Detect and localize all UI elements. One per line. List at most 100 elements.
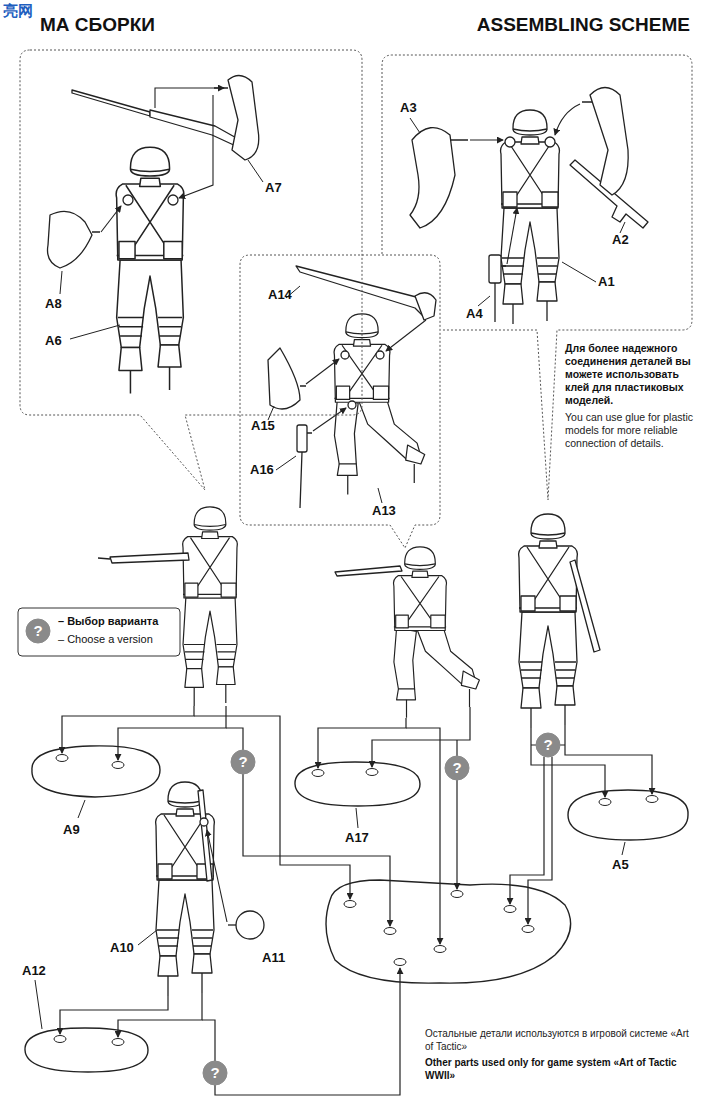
hole: [451, 891, 463, 898]
hole: [112, 1039, 124, 1046]
peg-route: [194, 716, 350, 899]
rifle: [98, 553, 189, 563]
choice-mark: ?: [238, 754, 247, 770]
pegs: [92, 88, 228, 232]
soldier-a10: [156, 782, 215, 996]
arm-hole: [505, 137, 515, 147]
part-number: A8: [45, 296, 62, 311]
hole: [384, 928, 396, 935]
part-number: A2: [612, 232, 629, 247]
arm-hole: [376, 351, 384, 359]
choice-symbol: [445, 756, 469, 780]
peg-route: [215, 968, 400, 1095]
hole: [434, 946, 446, 953]
arm: [590, 88, 628, 196]
lower-weapons: [98, 553, 600, 939]
rifle: [198, 790, 212, 881]
part-number: A9: [63, 822, 80, 837]
legend-box: [18, 608, 180, 656]
choice-mark: ?: [210, 1065, 219, 1081]
arm-a15: [268, 348, 300, 409]
arm-hole: [545, 137, 555, 147]
panel-border: [240, 255, 440, 548]
part-number: A13: [372, 503, 396, 518]
hole: [394, 959, 406, 966]
assembly-arrow: [386, 320, 426, 351]
hole: [366, 769, 378, 776]
assembly-arrows: [470, 104, 580, 264]
bayonet: [72, 90, 150, 116]
rifle: [570, 560, 600, 652]
part-number: A12: [22, 963, 46, 978]
peg-route: [202, 1020, 215, 1061]
panel-outline: [20, 50, 362, 415]
soldier-assembled: [183, 507, 238, 706]
soldier-assembled: [519, 514, 578, 728]
choice-symbol: [203, 1061, 227, 1085]
peg-route: [60, 996, 168, 1034]
peg-route: [456, 740, 457, 756]
peg-route: [118, 706, 226, 760]
hole: [522, 926, 534, 933]
part-number: A5: [612, 857, 629, 872]
base-a17: [295, 762, 420, 806]
peg-route: [118, 993, 202, 1037]
peg-route: [62, 706, 194, 753]
kneeling-assembled: [394, 547, 480, 718]
part-number: A17: [345, 830, 369, 845]
head-a11: [236, 911, 264, 939]
part-number: A4: [466, 306, 483, 321]
base-large: [326, 880, 571, 983]
part-number: A14: [268, 287, 292, 302]
pegs: [450, 102, 592, 322]
grenade-a4: [489, 255, 501, 283]
hole: [504, 906, 516, 913]
part-number: A10: [110, 940, 134, 955]
part-number: A1: [598, 274, 615, 289]
panel-border: [20, 50, 362, 490]
assembly-arrow: [306, 359, 339, 384]
arm-a7: [228, 75, 259, 160]
callout-panel: A3A2A1A4: [382, 55, 692, 330]
hole: [54, 1036, 66, 1043]
watermark: 网: [18, 3, 33, 20]
peg-route: [510, 757, 544, 904]
hip-hole: [348, 401, 356, 409]
peg-route: [318, 718, 406, 768]
header-title: ASSEMBLING SCHEME: [477, 14, 690, 36]
assembly-arrows: [306, 320, 426, 431]
hole: [312, 770, 324, 777]
peg-route: [528, 757, 552, 924]
leader-lines: [268, 286, 382, 503]
leader-lines: [35, 800, 625, 1029]
assembly-arrow: [155, 88, 224, 108]
leader-lines: [60, 160, 263, 339]
part-number: A7: [265, 180, 282, 195]
part-number: A16: [250, 462, 274, 477]
assembly-arrow: [179, 95, 213, 198]
panel-ground: [242, 257, 438, 523]
base-a5: [568, 790, 688, 840]
base-holes: [54, 755, 658, 1046]
leader-lines: [410, 118, 625, 306]
note: You can use glue for plastic models for …: [565, 411, 697, 450]
arm-a8: [48, 211, 93, 268]
rifle-a14: [296, 266, 432, 318]
assembly-arrow: [507, 208, 517, 264]
hole: [112, 762, 124, 769]
soldier-a6: [116, 147, 184, 393]
footnote: Остальные детали используются в игровой …: [425, 1028, 695, 1053]
peg-route: [565, 725, 652, 794]
head-hole: [200, 818, 208, 826]
choice-mark: ?: [452, 760, 461, 776]
assembly-arrow: [101, 206, 121, 232]
part-number: A11: [262, 950, 285, 965]
choice-symbol: [26, 619, 50, 643]
choice-mark: ?: [543, 737, 552, 753]
assembly-arrows: [101, 88, 224, 232]
hole: [646, 796, 658, 803]
arm-hole: [168, 195, 178, 205]
arm-hole: [123, 195, 133, 205]
